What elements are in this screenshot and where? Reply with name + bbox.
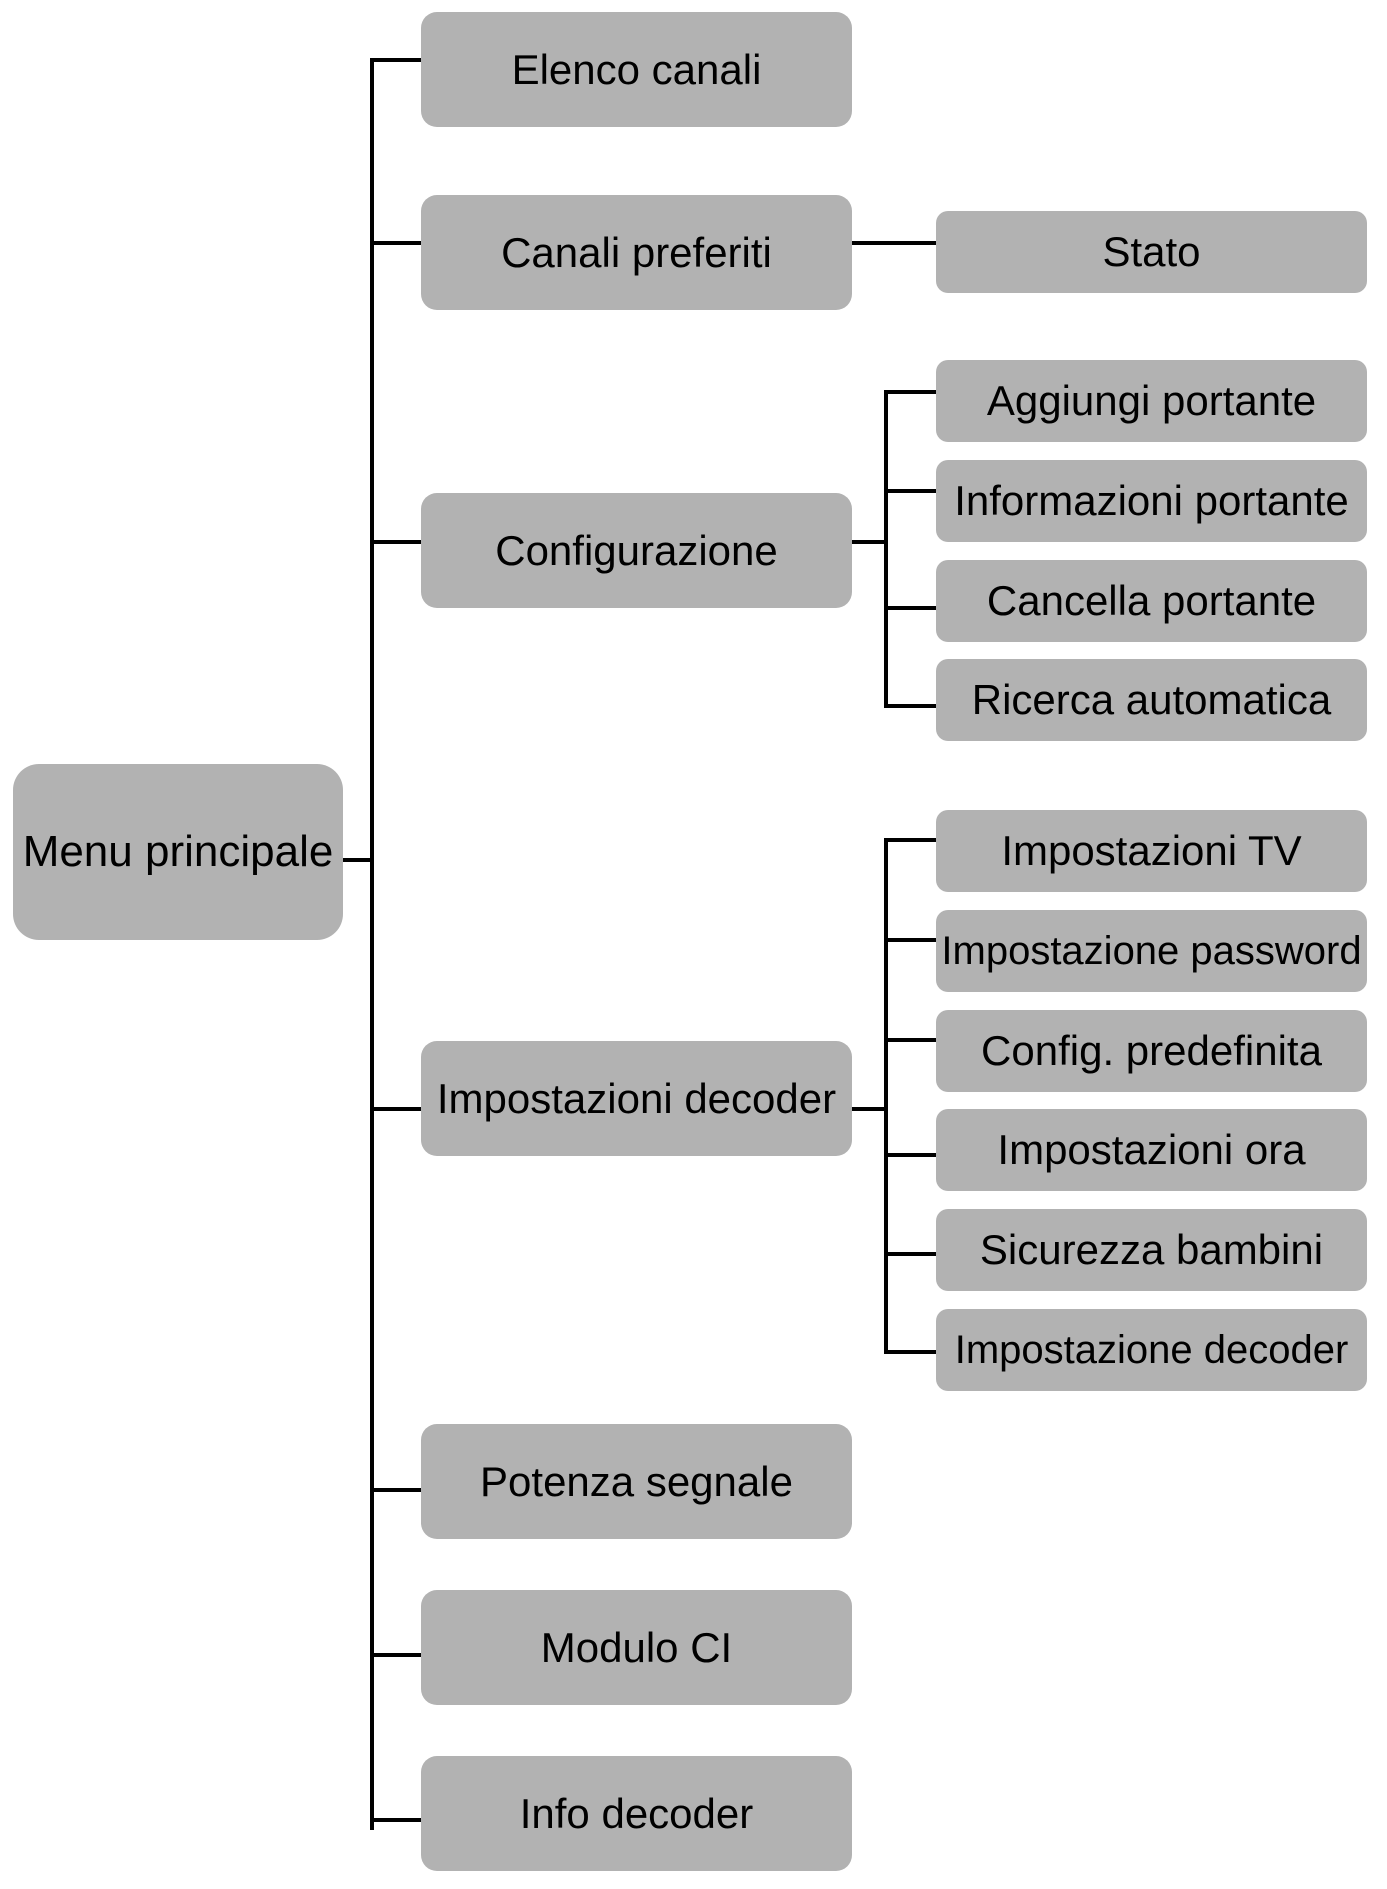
node-impostazione-password: Impostazione password: [936, 910, 1367, 992]
connector-root: [342, 858, 372, 862]
node-sicurezza-bambini: Sicurezza bambini: [936, 1209, 1367, 1291]
node-informazioni-portante: Informazioni portante: [936, 460, 1367, 542]
node-impostazioni-decoder: Impostazioni decoder: [421, 1041, 852, 1156]
node-modulo-ci: Modulo CI: [421, 1590, 852, 1705]
connector-impostazioni-decoder: [370, 1107, 422, 1111]
node-impostazioni-tv: Impostazioni TV: [936, 810, 1367, 892]
connector-impostazione-password: [884, 938, 936, 942]
node-potenza-segnale: Potenza segnale: [421, 1424, 852, 1539]
connector-decoder-spine: [884, 838, 888, 1354]
connector-impostazioni-ora: [884, 1153, 936, 1157]
connector-sicurezza-bambini: [884, 1252, 936, 1256]
connector-cancella-portante: [884, 606, 936, 610]
node-aggiungi-portante: Aggiungi portante: [936, 360, 1367, 442]
node-canali-preferiti: Canali preferiti: [421, 195, 852, 310]
connector-configurazione: [370, 540, 422, 544]
node-config-predefinita: Config. predefinita: [936, 1010, 1367, 1092]
connector-canali-preferiti: [370, 241, 422, 245]
connector-modulo-ci: [370, 1653, 422, 1657]
node-stato: Stato: [936, 211, 1367, 293]
connector-stato: [852, 241, 936, 245]
connector-config-predefinita: [884, 1038, 936, 1042]
node-configurazione: Configurazione: [421, 493, 852, 608]
connector-aggiungi-portante: [884, 390, 936, 394]
node-elenco-canali: Elenco canali: [421, 12, 852, 127]
connector-trunk: [370, 58, 374, 1830]
connector-configurazione-branch: [852, 540, 888, 544]
connector-ricerca-automatica: [884, 704, 936, 708]
node-impostazione-decoder: Impostazione decoder: [936, 1309, 1367, 1391]
node-info-decoder: Info decoder: [421, 1756, 852, 1871]
connector-elenco-canali: [370, 58, 422, 62]
connector-decoder-branch: [852, 1107, 888, 1111]
connector-impostazione-decoder: [884, 1350, 936, 1354]
connector-potenza-segnale: [370, 1488, 422, 1492]
node-impostazioni-ora: Impostazioni ora: [936, 1109, 1367, 1191]
connector-informazioni-portante: [884, 489, 936, 493]
root-node-menu-principale: Menu principale: [13, 764, 343, 940]
node-cancella-portante: Cancella portante: [936, 560, 1367, 642]
connector-configurazione-spine: [884, 390, 888, 708]
connector-info-decoder: [370, 1818, 422, 1822]
node-ricerca-automatica: Ricerca automatica: [936, 659, 1367, 741]
connector-impostazioni-tv: [884, 838, 936, 842]
